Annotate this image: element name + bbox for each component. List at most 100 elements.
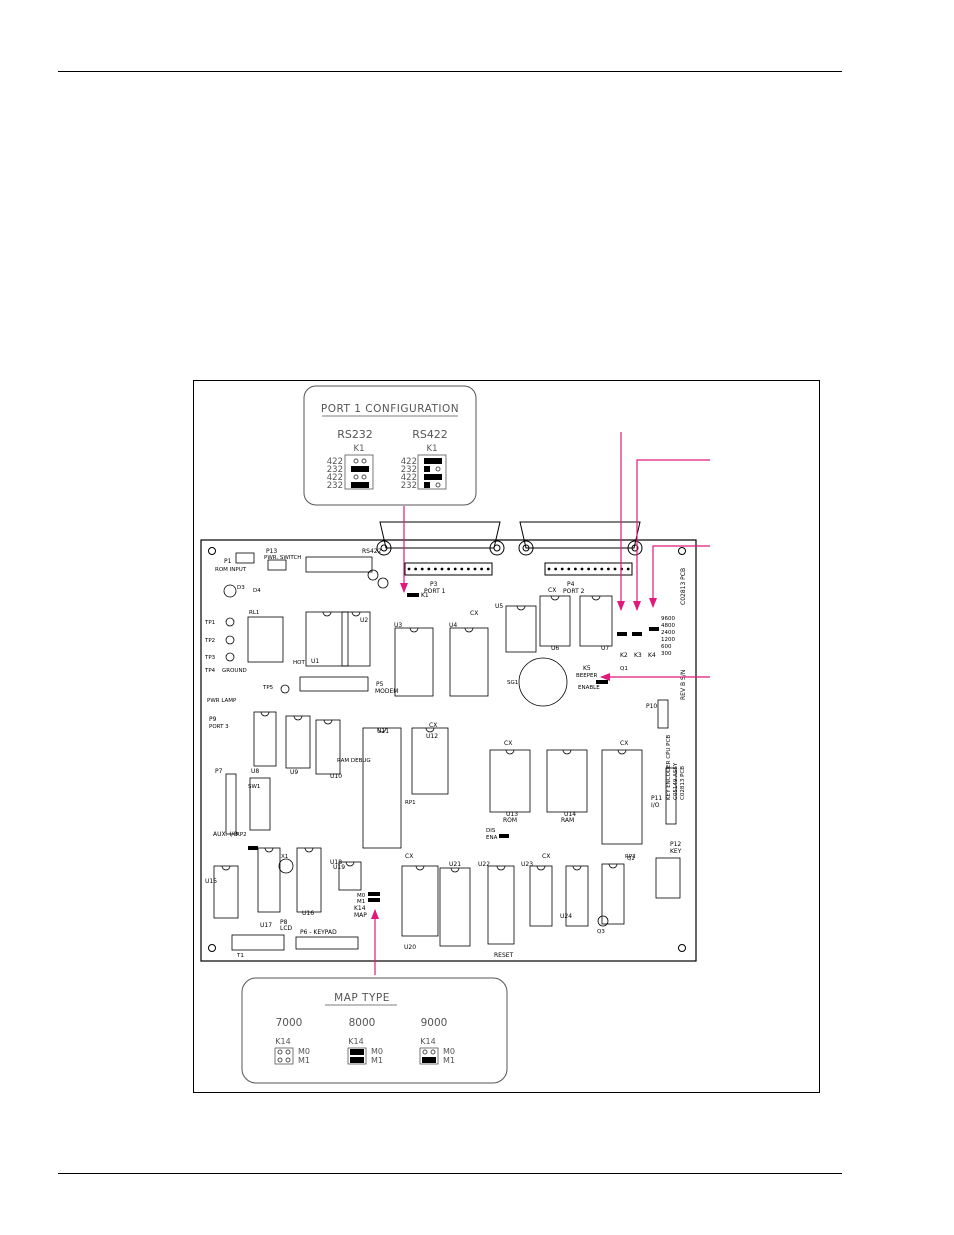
u16-label: U16 bbox=[302, 910, 314, 917]
cx-label-6: CX bbox=[405, 853, 413, 860]
p10-header bbox=[657, 699, 669, 729]
k14-board-label: K14 bbox=[354, 905, 366, 912]
map-option-jumper: K14 bbox=[420, 1037, 435, 1046]
rs422-shunt bbox=[424, 458, 442, 464]
key-label: KEY bbox=[670, 848, 682, 855]
db-pin bbox=[554, 567, 557, 571]
map-option-label: 8000 bbox=[349, 1017, 376, 1029]
rs422-header: RS422 bbox=[412, 428, 448, 441]
map-m1-label: M1 bbox=[371, 1056, 383, 1065]
rp2-label: RP2 bbox=[236, 832, 247, 838]
cx-label-1: CX bbox=[470, 610, 478, 617]
db-pin bbox=[607, 567, 610, 571]
mount-hole bbox=[678, 547, 686, 555]
chip-notch bbox=[323, 719, 333, 725]
rs422-half-shunt bbox=[424, 466, 430, 472]
jumper-pin bbox=[435, 482, 441, 488]
rp3-label: RP3 bbox=[625, 854, 636, 860]
dip-chip bbox=[505, 605, 537, 653]
chip-notch bbox=[377, 727, 387, 733]
k2-label: K2 bbox=[620, 652, 628, 659]
chip-notch bbox=[617, 749, 627, 755]
hot-label: HOT bbox=[293, 660, 305, 666]
chip-notch bbox=[415, 865, 425, 871]
board-jumper-shunt bbox=[368, 898, 380, 902]
cx-label-4: CX bbox=[504, 740, 512, 747]
p7-label: P7 bbox=[215, 768, 223, 775]
dip-chip bbox=[487, 865, 515, 945]
dip-chip bbox=[601, 749, 643, 845]
rs232-shunt bbox=[351, 482, 369, 488]
side-label-1: KEY ENCODER CPU PCB bbox=[666, 735, 672, 800]
board-jumper-shunt bbox=[632, 632, 642, 636]
u6-label: U6 bbox=[551, 645, 559, 652]
dip-chip bbox=[213, 865, 239, 919]
enable-label: ENABLE bbox=[578, 685, 600, 691]
k4-label: K4 bbox=[648, 652, 656, 659]
pin-label-rs422: 232 bbox=[401, 465, 417, 475]
u11-label: U11 bbox=[377, 728, 389, 735]
u24-label: U24 bbox=[560, 913, 572, 920]
u23-label: U23 bbox=[521, 861, 533, 868]
dip-chip bbox=[401, 865, 439, 937]
chip-notch bbox=[516, 605, 526, 611]
rs232-shunt bbox=[351, 466, 369, 472]
u20-label: U20 bbox=[404, 944, 416, 951]
chip-notch bbox=[591, 595, 601, 601]
jumper-pin bbox=[353, 458, 359, 464]
u3-label: U3 bbox=[394, 622, 402, 629]
db-pin bbox=[567, 567, 571, 571]
ram-debug-label: RAM DEBUG bbox=[337, 758, 371, 764]
u18-label: U18 bbox=[330, 859, 342, 866]
dip-chip bbox=[305, 611, 349, 667]
footer-rule bbox=[58, 1173, 842, 1174]
dip-chip bbox=[529, 865, 553, 927]
db-pin bbox=[574, 567, 577, 571]
dip-chip bbox=[565, 865, 589, 927]
figure-frame bbox=[193, 380, 820, 1093]
q2-label: Q2 bbox=[627, 856, 635, 862]
db-pin bbox=[593, 567, 597, 571]
arrow-k3-jumper bbox=[633, 459, 710, 611]
port3-label: PORT 3 bbox=[209, 724, 229, 730]
tp3-label: TP3 bbox=[204, 655, 216, 661]
chip-notch bbox=[536, 865, 546, 871]
chip-notch bbox=[450, 867, 460, 873]
dip-chip bbox=[449, 627, 489, 697]
rl1-relay bbox=[247, 616, 284, 663]
sg1-label: SG1 bbox=[507, 680, 518, 686]
m1-board-label: M1 bbox=[357, 899, 365, 905]
chip-notch bbox=[496, 865, 506, 871]
q3-label: Q3 bbox=[597, 929, 605, 935]
reset-label: RESET bbox=[494, 952, 514, 959]
u8-label: U8 bbox=[251, 768, 259, 775]
chip-notch bbox=[572, 865, 582, 871]
p6-keypad-header bbox=[295, 936, 359, 950]
test-point-tp2 bbox=[225, 635, 235, 645]
map-type-callout bbox=[241, 977, 508, 1084]
db-pin bbox=[440, 567, 444, 571]
m0-board-label: M0 bbox=[357, 893, 366, 899]
d4-label: D4 bbox=[253, 588, 261, 594]
map-shunt bbox=[350, 1049, 364, 1055]
rs232-header: RS232 bbox=[337, 428, 373, 441]
u5-label: U5 bbox=[495, 603, 503, 610]
board-jumper-shunt bbox=[499, 834, 509, 838]
map-jumper-block bbox=[274, 1047, 294, 1065]
chip-notch bbox=[550, 595, 560, 601]
p12-label: P12 bbox=[670, 841, 681, 848]
chip-notch bbox=[562, 749, 572, 755]
jumper-pin bbox=[277, 1057, 283, 1063]
dip-chip bbox=[341, 611, 371, 667]
ena-label: ENA bbox=[486, 835, 498, 841]
dip-chip bbox=[394, 627, 434, 697]
board-jumper-shunt bbox=[649, 627, 659, 631]
p8-label: P8 bbox=[280, 919, 288, 926]
part-no-label: C02813 PCB bbox=[680, 568, 687, 605]
arrow-k4-jumper bbox=[649, 545, 710, 608]
p1-label: P1 bbox=[224, 558, 232, 565]
p13-pwr-switch-header bbox=[267, 559, 287, 571]
board-jumper-shunt bbox=[596, 680, 608, 684]
side-label-2: C05149 ASSY bbox=[673, 762, 679, 800]
